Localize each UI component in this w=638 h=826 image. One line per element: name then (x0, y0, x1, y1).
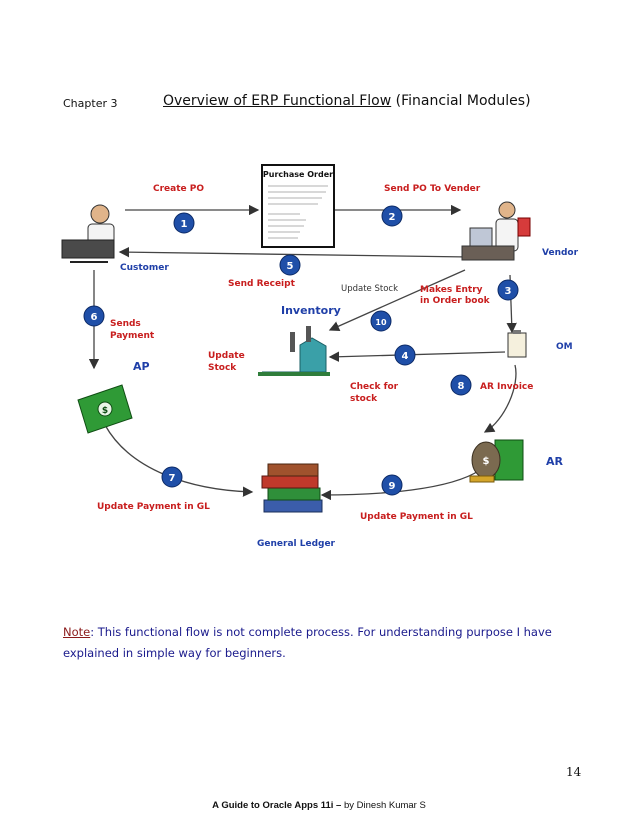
arrow-5 (118, 246, 471, 258)
label-ar-invoice: AR Invoice (480, 382, 533, 392)
svg-text:10: 10 (375, 318, 387, 327)
step-7: 7 (161, 466, 183, 488)
step-5: 5 (279, 254, 301, 276)
footer: A Guide to Oracle Apps 11i – by Dinesh K… (0, 800, 638, 811)
label-create-po: Create PO (153, 184, 204, 194)
arrow-4 (328, 351, 506, 362)
label-general-ledger: General Ledger (257, 539, 336, 549)
svg-text:5: 5 (287, 261, 294, 272)
om-icon (507, 330, 527, 358)
arrow-10 (328, 269, 466, 332)
vendor-icon (461, 201, 531, 261)
svg-text:2: 2 (389, 212, 396, 223)
svg-text:4: 4 (402, 351, 409, 362)
label-update-stock-1: Update (208, 351, 245, 361)
footer-author: by Dinesh Kumar S (341, 800, 426, 811)
page-number: 14 (566, 765, 582, 779)
step-3: 3 (497, 279, 519, 301)
title-main: Overview of ERP Functional Flow (163, 93, 392, 109)
label-ap: AP (133, 360, 150, 373)
note-label: Note (63, 625, 91, 639)
step-1: 1 (173, 212, 195, 234)
label-ar: AR (546, 455, 564, 468)
label-customer: Customer (120, 263, 169, 273)
chapter-label: Chapter 3 (63, 97, 118, 110)
inventory-icon (258, 326, 330, 376)
step-6: 6 (83, 305, 105, 327)
label-inventory: Inventory (281, 304, 341, 317)
note-paragraph: Note: This functional flow is not comple… (63, 622, 603, 664)
step-8: 8 (450, 374, 472, 396)
label-sends-payment-1: Sends (110, 319, 141, 329)
label-update-payment-gl-9: Update Payment in GL (360, 512, 473, 522)
ap-money-icon: $ (77, 384, 133, 434)
label-makes-entry-1: Makes Entry (420, 285, 483, 295)
label-makes-entry-2: in Order book (420, 296, 491, 306)
ar-moneybag-icon: $ (469, 439, 524, 483)
step-2: 2 (381, 205, 403, 227)
erp-flow-diagram: Purchase Order $ (61, 164, 579, 549)
step-9: 9 (381, 474, 403, 496)
label-check-stock-2: stock (350, 394, 378, 404)
label-check-stock-1: Check for (350, 382, 399, 392)
label-update-payment-gl-7: Update Payment in GL (97, 502, 210, 512)
svg-text:$: $ (483, 456, 490, 467)
purchase-order-document: Purchase Order (261, 164, 335, 248)
label-send-receipt: Send Receipt (228, 279, 296, 289)
general-ledger-books-icon (261, 463, 323, 513)
customer-icon (61, 204, 115, 263)
svg-text:1: 1 (181, 219, 188, 230)
label-send-po: Send PO To Vender (384, 184, 481, 194)
title-sub: (Financial Modules) (395, 93, 531, 109)
note-text: : This functional flow is not complete p… (63, 625, 552, 660)
svg-text:6: 6 (91, 312, 98, 323)
arrow-8 (483, 364, 517, 433)
step-10: 10 (370, 310, 392, 332)
page-title: Overview of ERP Functional Flow (Financi… (163, 93, 531, 109)
svg-text:9: 9 (389, 481, 396, 492)
svg-text:7: 7 (169, 473, 176, 484)
label-om: OM (556, 342, 573, 352)
step-circles: 1 2 3 4 5 6 7 8 9 10 (83, 205, 519, 496)
footer-title: A Guide to Oracle Apps 11i – (212, 800, 342, 811)
label-update-stock-2: Stock (208, 363, 237, 373)
svg-text:$: $ (102, 406, 108, 416)
svg-text:8: 8 (458, 381, 465, 392)
arrow-9 (320, 469, 481, 501)
label-sends-payment-2: Payment (110, 331, 155, 341)
po-doc-title: Purchase Order (263, 170, 333, 179)
label-vendor: Vendor (542, 248, 579, 258)
label-update-stock-10: Update Stock (341, 284, 398, 294)
step-4: 4 (394, 344, 416, 366)
svg-text:3: 3 (505, 286, 512, 297)
